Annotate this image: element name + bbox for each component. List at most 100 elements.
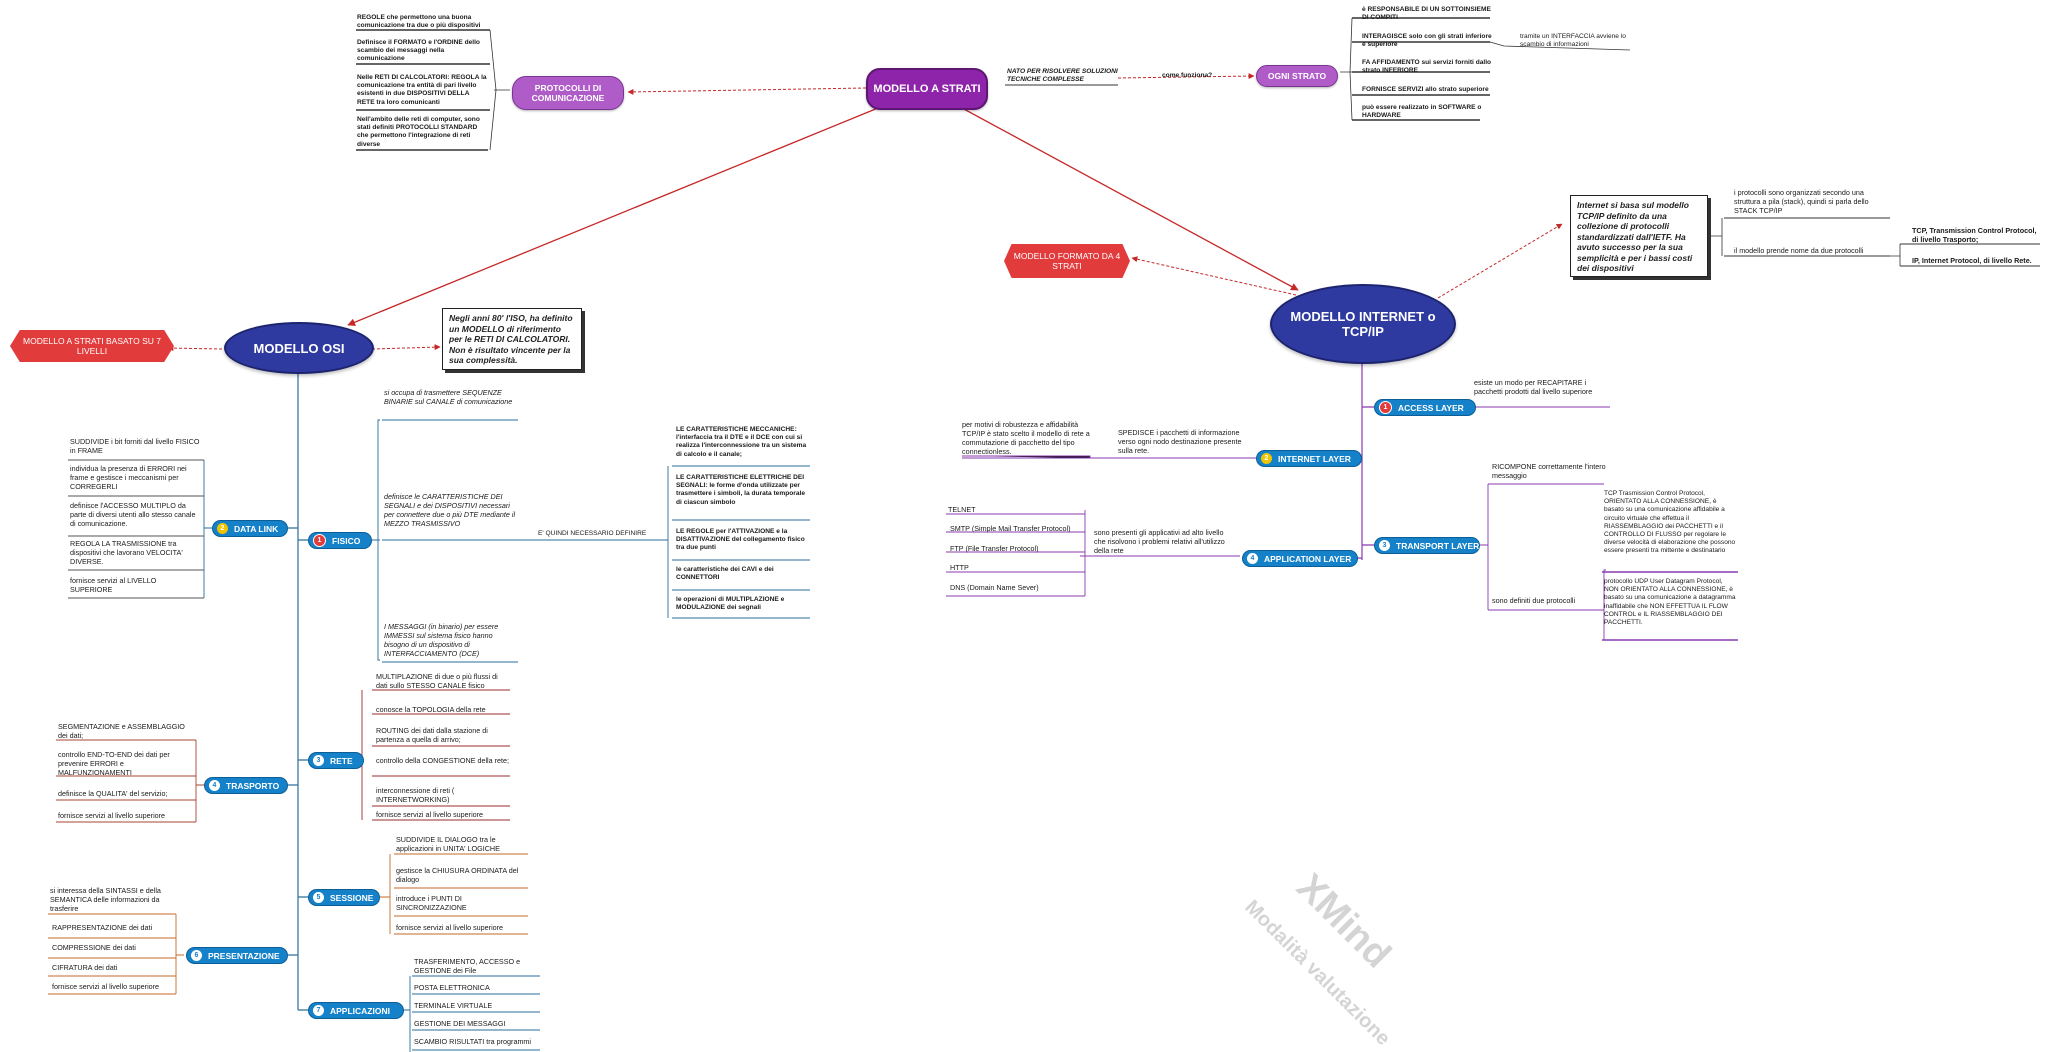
layer-label: SESSIONE	[330, 892, 374, 903]
rete-note-1: MULTIPLAZIONE di due o più flussi di dat…	[376, 672, 498, 690]
app-ftp: FTP (File Transfer Protocol)	[950, 544, 1039, 553]
tcp-ip-note: Internet si basa sul modello TCP/IP defi…	[1570, 195, 1708, 277]
application-note: sono presenti gli applicativi ad alto li…	[1094, 528, 1225, 555]
applicazioni-note-3: TERMINALE VIRTUALE	[414, 1001, 493, 1010]
osi-layer-trasporto[interactable]: 4 TRASPORTO	[204, 777, 288, 794]
osi-layer-rete[interactable]: 3 RETE	[308, 752, 364, 769]
data-link-note-3: definisce l'ACCESSO MULTIPLO da parte di…	[70, 501, 196, 528]
quindi-item-3: LE REGOLE per l'ATTIVAZIONE e la DISATTI…	[676, 528, 805, 552]
presentazione-note-2: RAPPRESENTAZIONE dei dati	[52, 923, 153, 932]
fisico-note-2: definisce le CARATTERISTICHE DEI SEGNALI…	[384, 492, 516, 528]
modello-osi-node[interactable]: MODELLO OSI	[224, 322, 374, 374]
app-smtp: SMTP (Simple Mail Transfer Protocol)	[950, 524, 1071, 533]
presentazione-note-3: COMPRESSIONE dei dati	[52, 943, 136, 952]
quindi-item-2: LE CARATTERISTICHE ELETTRICHE DEI SEGNAL…	[676, 474, 805, 506]
strato-note-2: INTERAGISCE solo con gli strati inferior…	[1362, 33, 1492, 49]
applicazioni-note-4: GESTIONE DEI MESSAGGI	[414, 1019, 506, 1028]
presentazione-note-5: fornisce servizi al livello superiore	[52, 982, 160, 991]
app-http: HTTP	[950, 563, 969, 572]
fisico-note-3: I MESSAGGI (in binario) per essere IMMES…	[384, 622, 499, 658]
osi-layer-applicazioni[interactable]: 7 APPLICAZIONI	[308, 1002, 404, 1019]
modello-internet-node[interactable]: MODELLO INTERNET o TCP/IP	[1270, 284, 1456, 364]
transport-ricompone: RICOMPONE correttamente l'intero messagg…	[1492, 462, 1606, 480]
layer-label: TRASPORTO	[226, 780, 280, 791]
quindi-item-1: LE CARATTERISTICHE MECCANICHE: l'interfa…	[676, 426, 807, 458]
udp-desc: protocollo UDP User Datagram Protocol, N…	[1604, 578, 1736, 627]
ip-note: IP, Internet Protocol, di livello Rete.	[1912, 256, 2032, 265]
trasporto-note-3: definisce la QUALITA' del servizio;	[58, 789, 168, 798]
ip-layer-internet[interactable]: 2 INTERNET LAYER	[1256, 450, 1362, 467]
internet-note-2: per motivi di robustezza e affidabilità …	[962, 420, 1090, 456]
rete-note-5: interconnessione di reti ( INTERNETWORKI…	[376, 786, 455, 804]
rete-note-6: fornisce servizi al livello superiore	[376, 810, 484, 819]
layer-number-badge: 2	[1261, 453, 1272, 464]
strato-note-4: FA AFFIDAMENTO sui servizi forniti dallo…	[1362, 59, 1492, 75]
rete-note-3: ROUTING dei dati dalla stazione di parte…	[376, 726, 488, 744]
strato-note-3: tramite un INTERFACCIA avviene lo scambi…	[1520, 33, 1626, 49]
osi-layer-presentazione[interactable]: 6 PRESENTAZIONE	[186, 947, 288, 964]
app-telnet: TELNET	[948, 505, 976, 514]
internet-4-strati-tag: MODELLO FORMATO DA 4 STRATI	[1004, 244, 1130, 278]
applicazioni-note-2: POSTA ELETTRONICA	[414, 983, 490, 992]
layer-label: APPLICATION LAYER	[1264, 553, 1352, 564]
layer-number-badge: 3	[313, 755, 324, 766]
layer-number-badge: 4	[209, 780, 220, 791]
access-note: esiste un modo per RECAPITARE i pacchett…	[1474, 378, 1593, 396]
ogni-strato-node[interactable]: OGNI STRATO	[1256, 65, 1338, 87]
nome-note: il modello prende nome da due protocolli	[1734, 246, 1864, 255]
layer-number-badge: 5	[313, 892, 324, 903]
proto-note-4: Nell'ambito delle reti di computer, sono…	[357, 116, 480, 148]
app-dns: DNS (Domain Name Sever)	[950, 583, 1039, 592]
presentazione-note-1: si interessa della SINTASSI e della SEMA…	[50, 886, 161, 913]
internet-note: SPEDISCE i pacchetti di informazione ver…	[1118, 428, 1242, 455]
data-link-note-5: fornisce servizi al LIVELLO SUPERIORE	[70, 576, 157, 594]
proto-note-3: Nelle RETI DI CALCOLATORI: REGOLA la com…	[357, 74, 487, 106]
osi-7-livelli-tag: MODELLO A STRATI BASATO SU 7 LIVELLI	[10, 330, 174, 362]
osi-layer-data-link[interactable]: 2 DATA LINK	[212, 520, 288, 537]
osi-layer-fisico[interactable]: 1 FISICO	[308, 532, 372, 549]
sessione-note-1: SUDDIVIDE IL DIALOGO tra le applicazioni…	[396, 835, 500, 853]
ip-layer-application[interactable]: 4 APPLICATION LAYER	[1242, 550, 1358, 567]
layer-number-badge: 6	[191, 950, 202, 961]
stack-note: i protocolli sono organizzati secondo un…	[1734, 188, 1869, 215]
applicazioni-note-5: SCAMBIO RISULTATI tra programmi	[414, 1037, 532, 1046]
strato-note-1: è RESPONSABILE DI UN SOTTOINSIEME DI COM…	[1362, 6, 1491, 22]
sessione-note-2: gestisce la CHIUSURA ORDINATA del dialog…	[396, 866, 519, 884]
trasporto-note-1: SEGMENTAZIONE e ASSEMBLAGGIO dei dati;	[58, 722, 185, 740]
fisico-note-1: si occupa di trasmettere SEQUENZE BINARI…	[384, 388, 513, 406]
quindi-item-5: le operazioni di MULTIPLAZIONE e MODULAZ…	[676, 596, 785, 612]
layer-label: PRESENTAZIONE	[208, 950, 280, 961]
layer-label: RETE	[330, 755, 353, 766]
tcp-note: TCP, Transmission Control Protocol, di l…	[1912, 226, 2037, 244]
protocolli-node[interactable]: PROTOCOLLI DI COMUNICAZIONE	[512, 76, 624, 110]
applicazioni-note-1: TRASFERIMENTO, ACCESSO e GESTIONE dei Fi…	[414, 957, 521, 975]
layer-number-badge: 7	[313, 1005, 324, 1016]
osi-history-note: Negli anni 80' l'ISO, ha definito un MOD…	[442, 308, 582, 370]
quindi-item-4: le caratteristiche dei CAVI e dei CONNET…	[676, 566, 774, 582]
strato-note-6: può essere realizzato in SOFTWARE o HARD…	[1362, 104, 1482, 120]
osi-layer-sessione[interactable]: 5 SESSIONE	[308, 889, 380, 906]
layer-label: FISICO	[332, 535, 361, 546]
layer-label: DATA LINK	[234, 523, 279, 534]
layer-number-badge: 2	[217, 523, 228, 534]
rete-note-2: conosce la TOPOLOGIA della rete	[376, 705, 486, 714]
presentazione-note-4: CIFRATURA dei dati	[52, 963, 118, 972]
layer-number-badge: 4	[1247, 553, 1258, 564]
trasporto-note-4: fornisce servizi al livello superiore	[58, 811, 166, 820]
proto-note-1: REGOLE che permettono una buona comunica…	[357, 14, 481, 30]
trasporto-note-2: controllo END-TO-END dei dati per preven…	[58, 750, 170, 777]
layer-label: INTERNET LAYER	[1278, 453, 1351, 464]
layer-label: ACCESS LAYER	[1398, 402, 1464, 413]
data-link-note-1: SUDDIVIDE i bit forniti dal livello FISI…	[70, 437, 200, 455]
quindi-label: E' QUINDI NECESSARIO DEFINIRE	[538, 530, 647, 537]
transport-definiti: sono definiti due protocolli	[1492, 596, 1576, 605]
layer-number-badge: 3	[1379, 540, 1390, 551]
layer-label: APPLICAZIONI	[330, 1005, 390, 1016]
modello-a-strati-node[interactable]: MODELLO A STRATI	[866, 68, 988, 110]
sessione-note-4: fornisce servizi al livello superiore	[396, 923, 504, 932]
layer-number-badge: 1	[313, 534, 326, 547]
come-funziona-label: come funziona?	[1162, 72, 1213, 79]
